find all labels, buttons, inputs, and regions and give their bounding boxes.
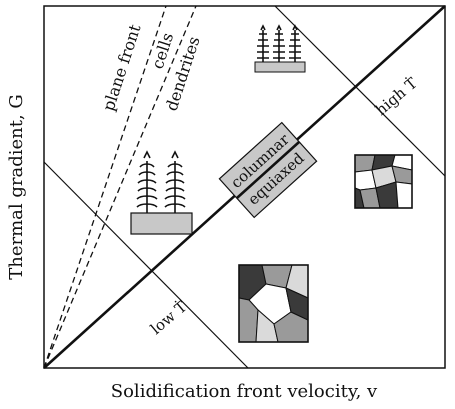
- plane-front-line: [43, 5, 167, 369]
- x-axis-label: Solidification front velocity, v: [111, 381, 378, 402]
- high-cooling-rate-label: high Ṫ: [372, 74, 421, 119]
- fine-grain-structure-icon: [354, 154, 413, 209]
- cells-dendrites-line: [43, 5, 197, 369]
- dendrite-large-icon: [130, 150, 193, 235]
- cells-label: cells: [148, 30, 177, 71]
- low-cooling-rate-label: low Ṫ: [147, 298, 190, 338]
- low-cooling-rate-line: [43, 161, 249, 369]
- coarse-grain-structure-icon: [238, 264, 309, 343]
- plane-front-label: plane front: [99, 22, 145, 114]
- high-cooling-rate-line: [274, 5, 446, 177]
- y-axis-label: Thermal gradient, G: [6, 94, 27, 280]
- dendrite-small-icon: [254, 24, 306, 73]
- plot-frame: [43, 5, 446, 369]
